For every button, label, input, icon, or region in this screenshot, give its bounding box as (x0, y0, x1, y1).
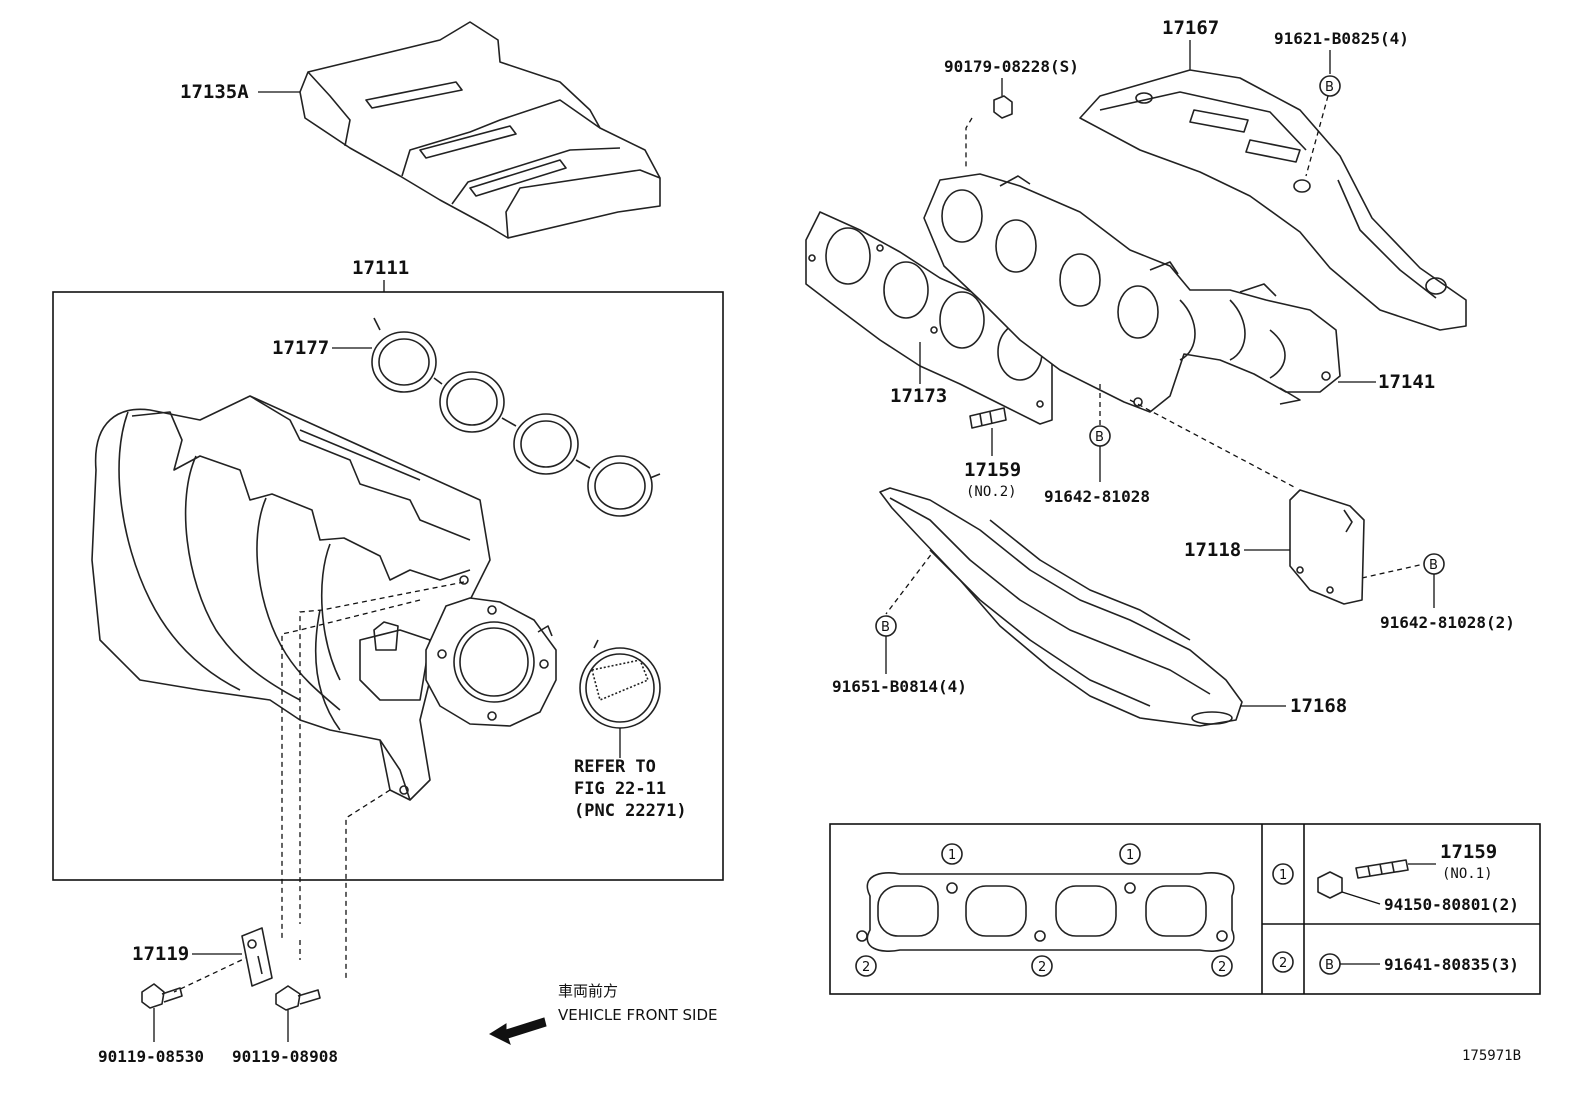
bracket-17118-drawing (1289, 489, 1365, 605)
fastener-90119-08530-label: 90119-08530 (98, 1047, 204, 1066)
part-17141-label: 17141 (1378, 371, 1435, 393)
vehicle-front-label-cjk: 車両前方 (558, 982, 618, 1000)
vehicle-front-arrow-icon (488, 1017, 547, 1045)
part-17167-label: 17167 (1162, 17, 1219, 39)
bolt-90119-08908-drawing (275, 985, 321, 1011)
part-17159-no2-sublabel: (NO.2) (966, 484, 1017, 500)
bolt-mark-b-text: B (1095, 430, 1104, 445)
refer-note-line-3: (PNC 22271) (574, 801, 687, 821)
throttle-flange-drawing (425, 597, 557, 727)
part-17168-label: 17168 (1290, 695, 1347, 717)
part-17173-label: 17173 (890, 385, 947, 407)
callout-2-text: 2 (862, 960, 870, 975)
bracket-17119-drawing (241, 927, 273, 987)
callout-2-icon (1031, 955, 1053, 977)
part-17159-no2-label: 17159 (964, 459, 1021, 481)
stud-17159-no2-drawing (969, 407, 1007, 429)
refer-note-line-1: REFER TO (574, 757, 656, 777)
throttle-gasket-reference-drawing (579, 639, 661, 729)
intake-manifold-box (52, 291, 724, 881)
callout-2-text: 2 (1038, 960, 1046, 975)
legend-table (829, 823, 1541, 995)
bolt-mark-b-icon (1319, 75, 1341, 97)
callout-2-icon (855, 955, 877, 977)
part-17111-label: 17111 (352, 257, 409, 279)
callout-1-icon (941, 843, 963, 865)
intake-gasket-17177-drawing (371, 317, 661, 517)
legend-callout-1-icon (1272, 863, 1294, 885)
legend-stud-17159-label: 17159 (1440, 841, 1497, 863)
part-17135a-label: 17135A (180, 81, 249, 103)
nut-90179-drawing (993, 95, 1013, 119)
legend-bolt-91641-label: 91641-80835(3) (1384, 955, 1519, 974)
callout-2-icon (1211, 955, 1233, 977)
exhaust-manifold-drawing (923, 173, 1341, 413)
legend-callout-2-text: 2 (1279, 956, 1287, 971)
diagram-id: 175971B (1462, 1048, 1521, 1064)
legend-stud-drawing (1355, 859, 1409, 879)
fastener-90179-08228-label: 90179-08228(S) (944, 57, 1079, 76)
fastener-91621-b0825-label: 91621-B0825(4) (1274, 29, 1409, 48)
part-17119-label: 17119 (132, 943, 189, 965)
bolt-90119-08530-drawing (141, 983, 183, 1009)
fastener-91642-81028-2-label: 91642-81028(2) (1380, 613, 1515, 632)
legend-stud-17159-sublabel: (NO.1) (1442, 866, 1493, 882)
engine-cover-drawing (299, 21, 661, 239)
fastener-91651-b0814-label: 91651-B0814(4) (832, 677, 967, 696)
legend-nut-94150-label: 94150-80801(2) (1384, 895, 1519, 914)
intake-manifold-drawing (91, 395, 491, 801)
bolt-mark-b-text: B (881, 620, 890, 635)
refer-note-line-2: FIG 22-11 (574, 779, 666, 799)
callout-1-text: 1 (1126, 848, 1134, 863)
bolt-mark-b-text: B (1325, 80, 1334, 95)
heat-insulator-17168-drawing (879, 487, 1243, 727)
legend-callout-1-text: 1 (1279, 868, 1287, 883)
vehicle-front-label: VEHICLE FRONT SIDE (558, 1006, 718, 1024)
legend-nut-drawing (1317, 871, 1343, 899)
part-17118-label: 17118 (1184, 539, 1241, 561)
callout-1-icon (1119, 843, 1141, 865)
exhaust-gasket-17173-drawing (805, 211, 1053, 425)
legend-callout-2-icon (1272, 951, 1294, 973)
fastener-91642-81028-label: 91642-81028 (1044, 487, 1150, 506)
fastener-90119-08908-label: 90119-08908 (232, 1047, 338, 1066)
part-17177-label: 17177 (272, 337, 329, 359)
callout-2-text: 2 (1218, 960, 1226, 975)
callout-1-text: 1 (948, 848, 956, 863)
gasket-plan-view-drawing (856, 872, 1235, 952)
heat-insulator-17167-drawing (1079, 69, 1467, 331)
bolt-mark-b-text: B (1429, 558, 1438, 573)
legend-bolt-b-text: B (1325, 958, 1334, 973)
